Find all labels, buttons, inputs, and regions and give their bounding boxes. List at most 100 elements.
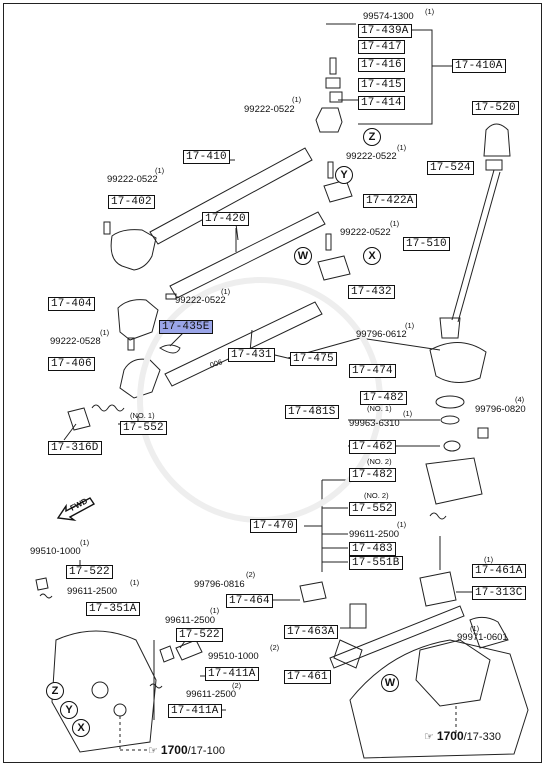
- section-ref-right[interactable]: ☞ 1700/17-330: [424, 730, 501, 743]
- part-17-404[interactable]: 17-404: [48, 297, 95, 311]
- part-17-420[interactable]: 17-420: [202, 212, 249, 226]
- part-17-461[interactable]: 17-461: [284, 670, 331, 684]
- section-ref-right-code: 1700: [436, 729, 464, 743]
- part-99796-0612[interactable]: 99796-0612: [356, 329, 407, 340]
- book-icon: ☞: [148, 745, 161, 757]
- part-17-482-no1[interactable]: 17-482: [360, 391, 407, 405]
- part-17-522-bottom[interactable]: 17-522: [176, 628, 223, 642]
- qty-99574: (1): [425, 7, 435, 16]
- part-17-482-no2[interactable]: 17-482: [349, 468, 396, 482]
- part-99971-0601[interactable]: 99971-0601: [457, 632, 508, 643]
- part-17-416[interactable]: 17-416: [358, 58, 405, 72]
- part-17-470[interactable]: 17-470: [250, 519, 297, 533]
- part-17-417[interactable]: 17-417: [358, 40, 405, 54]
- qty-99796-0816: (2): [246, 570, 256, 579]
- part-99611-2500-mid[interactable]: 99611-2500: [165, 615, 216, 626]
- part-17-552-no1[interactable]: 17-552: [120, 421, 167, 435]
- part-17-410[interactable]: 17-410: [183, 150, 230, 164]
- callout-z-top: Z: [363, 128, 381, 146]
- part-17-422a[interactable]: 17-422A: [363, 194, 417, 208]
- note-no1-lower: (NO. 1): [130, 411, 155, 420]
- part-17-351a[interactable]: 17-351A: [86, 602, 140, 616]
- qty-99796-0612: (1): [405, 321, 415, 330]
- part-99963-6310[interactable]: 99963-6310: [349, 418, 400, 429]
- part-17-432[interactable]: 17-432: [348, 285, 395, 299]
- part-99510-1000-bottom[interactable]: 99510-1000: [208, 651, 259, 662]
- part-17-411a-lower[interactable]: 17-411A: [168, 704, 222, 718]
- qty-99510-bottom: (2): [270, 643, 280, 652]
- callout-y-bottom: Y: [60, 701, 78, 719]
- part-17-406[interactable]: 17-406: [48, 357, 95, 371]
- part-17-551b[interactable]: 17-551B: [349, 556, 403, 570]
- qty-99222-0528: (1): [100, 328, 110, 337]
- part-99611-2500-bottom[interactable]: 99611-2500: [186, 689, 237, 700]
- qty-99222-fork: (1): [221, 287, 231, 296]
- callout-w-mid: W: [294, 247, 312, 265]
- part-17-481s[interactable]: 17-481S: [285, 405, 339, 419]
- qty-99611-right: (1): [397, 520, 407, 529]
- part-99222-0522-left[interactable]: 99222-0522: [107, 174, 158, 185]
- part-17-313c[interactable]: 17-313C: [472, 586, 526, 600]
- qty-17-461a: (1): [484, 555, 494, 564]
- part-17-462[interactable]: 17-462: [349, 440, 396, 454]
- callout-x-mid: X: [363, 247, 381, 265]
- diagram-frame: [3, 3, 542, 763]
- qty-99611-bottom: (2): [232, 681, 242, 690]
- part-17-520[interactable]: 17-520: [472, 101, 519, 115]
- part-17-463a[interactable]: 17-463A: [284, 625, 338, 639]
- forward-arrow-icon: [56, 497, 96, 522]
- qty-99222-right: (1): [390, 219, 400, 228]
- part-17-439a[interactable]: 17-439A: [358, 24, 412, 38]
- section-ref-right-sub: /17-330: [463, 731, 501, 743]
- qty-99971: (1): [470, 624, 480, 633]
- part-17-524[interactable]: 17-524: [427, 161, 474, 175]
- part-17-552-no2[interactable]: 17-552: [349, 502, 396, 516]
- part-99222-0522-fork[interactable]: 99222-0522: [175, 295, 226, 306]
- part-99611-2500-right[interactable]: 99611-2500: [349, 529, 400, 540]
- callout-z-bottom: Z: [46, 682, 64, 700]
- part-99222-0528[interactable]: 99222-0528: [50, 336, 101, 347]
- callout-y-top: Y: [335, 166, 353, 184]
- part-99222-0522-right[interactable]: 99222-0522: [340, 227, 391, 238]
- section-ref-left-sub: /17-100: [187, 745, 225, 757]
- part-17-410a[interactable]: 17-410A: [452, 59, 506, 73]
- qty-99796-0820: (4): [515, 395, 525, 404]
- qty-99222-left: (1): [155, 166, 165, 175]
- part-99222-0522-top[interactable]: 99222-0522: [244, 104, 295, 115]
- part-17-435e[interactable]: 17-435E: [159, 320, 213, 334]
- part-17-402[interactable]: 17-402: [108, 195, 155, 209]
- callout-x-bottom: X: [72, 719, 90, 737]
- qty-99963: (1): [403, 409, 413, 418]
- part-17-414[interactable]: 17-414: [358, 96, 405, 110]
- qty-99222-top: (1): [292, 95, 302, 104]
- part-17-522-top[interactable]: 17-522: [66, 565, 113, 579]
- part-99611-2500-left[interactable]: 99611-2500: [67, 586, 118, 597]
- note-no2-upper: (NO. 2): [367, 457, 392, 466]
- part-17-475[interactable]: 17-475: [290, 352, 337, 366]
- part-17-510[interactable]: 17-510: [403, 237, 450, 251]
- part-17-411a-upper[interactable]: 17-411A: [205, 667, 259, 681]
- section-ref-left[interactable]: ☞ 1700/17-100: [148, 744, 225, 757]
- qty-99611-left: (1): [130, 578, 140, 587]
- part-99574-1300[interactable]: 99574-1300: [363, 11, 414, 22]
- part-17-464[interactable]: 17-464: [226, 594, 273, 608]
- qty-99611-mid: (1): [210, 606, 220, 615]
- part-17-474[interactable]: 17-474: [349, 364, 396, 378]
- part-99796-0820[interactable]: 99796-0820: [475, 404, 526, 415]
- part-17-431[interactable]: 17-431: [228, 348, 275, 362]
- section-ref-left-code: 1700: [160, 743, 188, 757]
- part-17-415[interactable]: 17-415: [358, 78, 405, 92]
- part-99222-0522-mid[interactable]: 99222-0522: [346, 151, 397, 162]
- part-99796-0816[interactable]: 99796-0816: [194, 579, 245, 590]
- note-no1-upper: (NO. 1): [367, 404, 392, 413]
- callout-w-bottom: W: [381, 674, 399, 692]
- part-17-461a[interactable]: 17-461A: [472, 564, 526, 578]
- part-99510-1000-top[interactable]: 99510-1000: [30, 546, 81, 557]
- book-icon: ☞: [424, 731, 437, 743]
- part-17-316d[interactable]: 17-316D: [48, 441, 102, 455]
- qty-99222-mid: (1): [397, 143, 407, 152]
- part-17-483[interactable]: 17-483: [349, 542, 396, 556]
- note-no2-lower: (NO. 2): [364, 491, 389, 500]
